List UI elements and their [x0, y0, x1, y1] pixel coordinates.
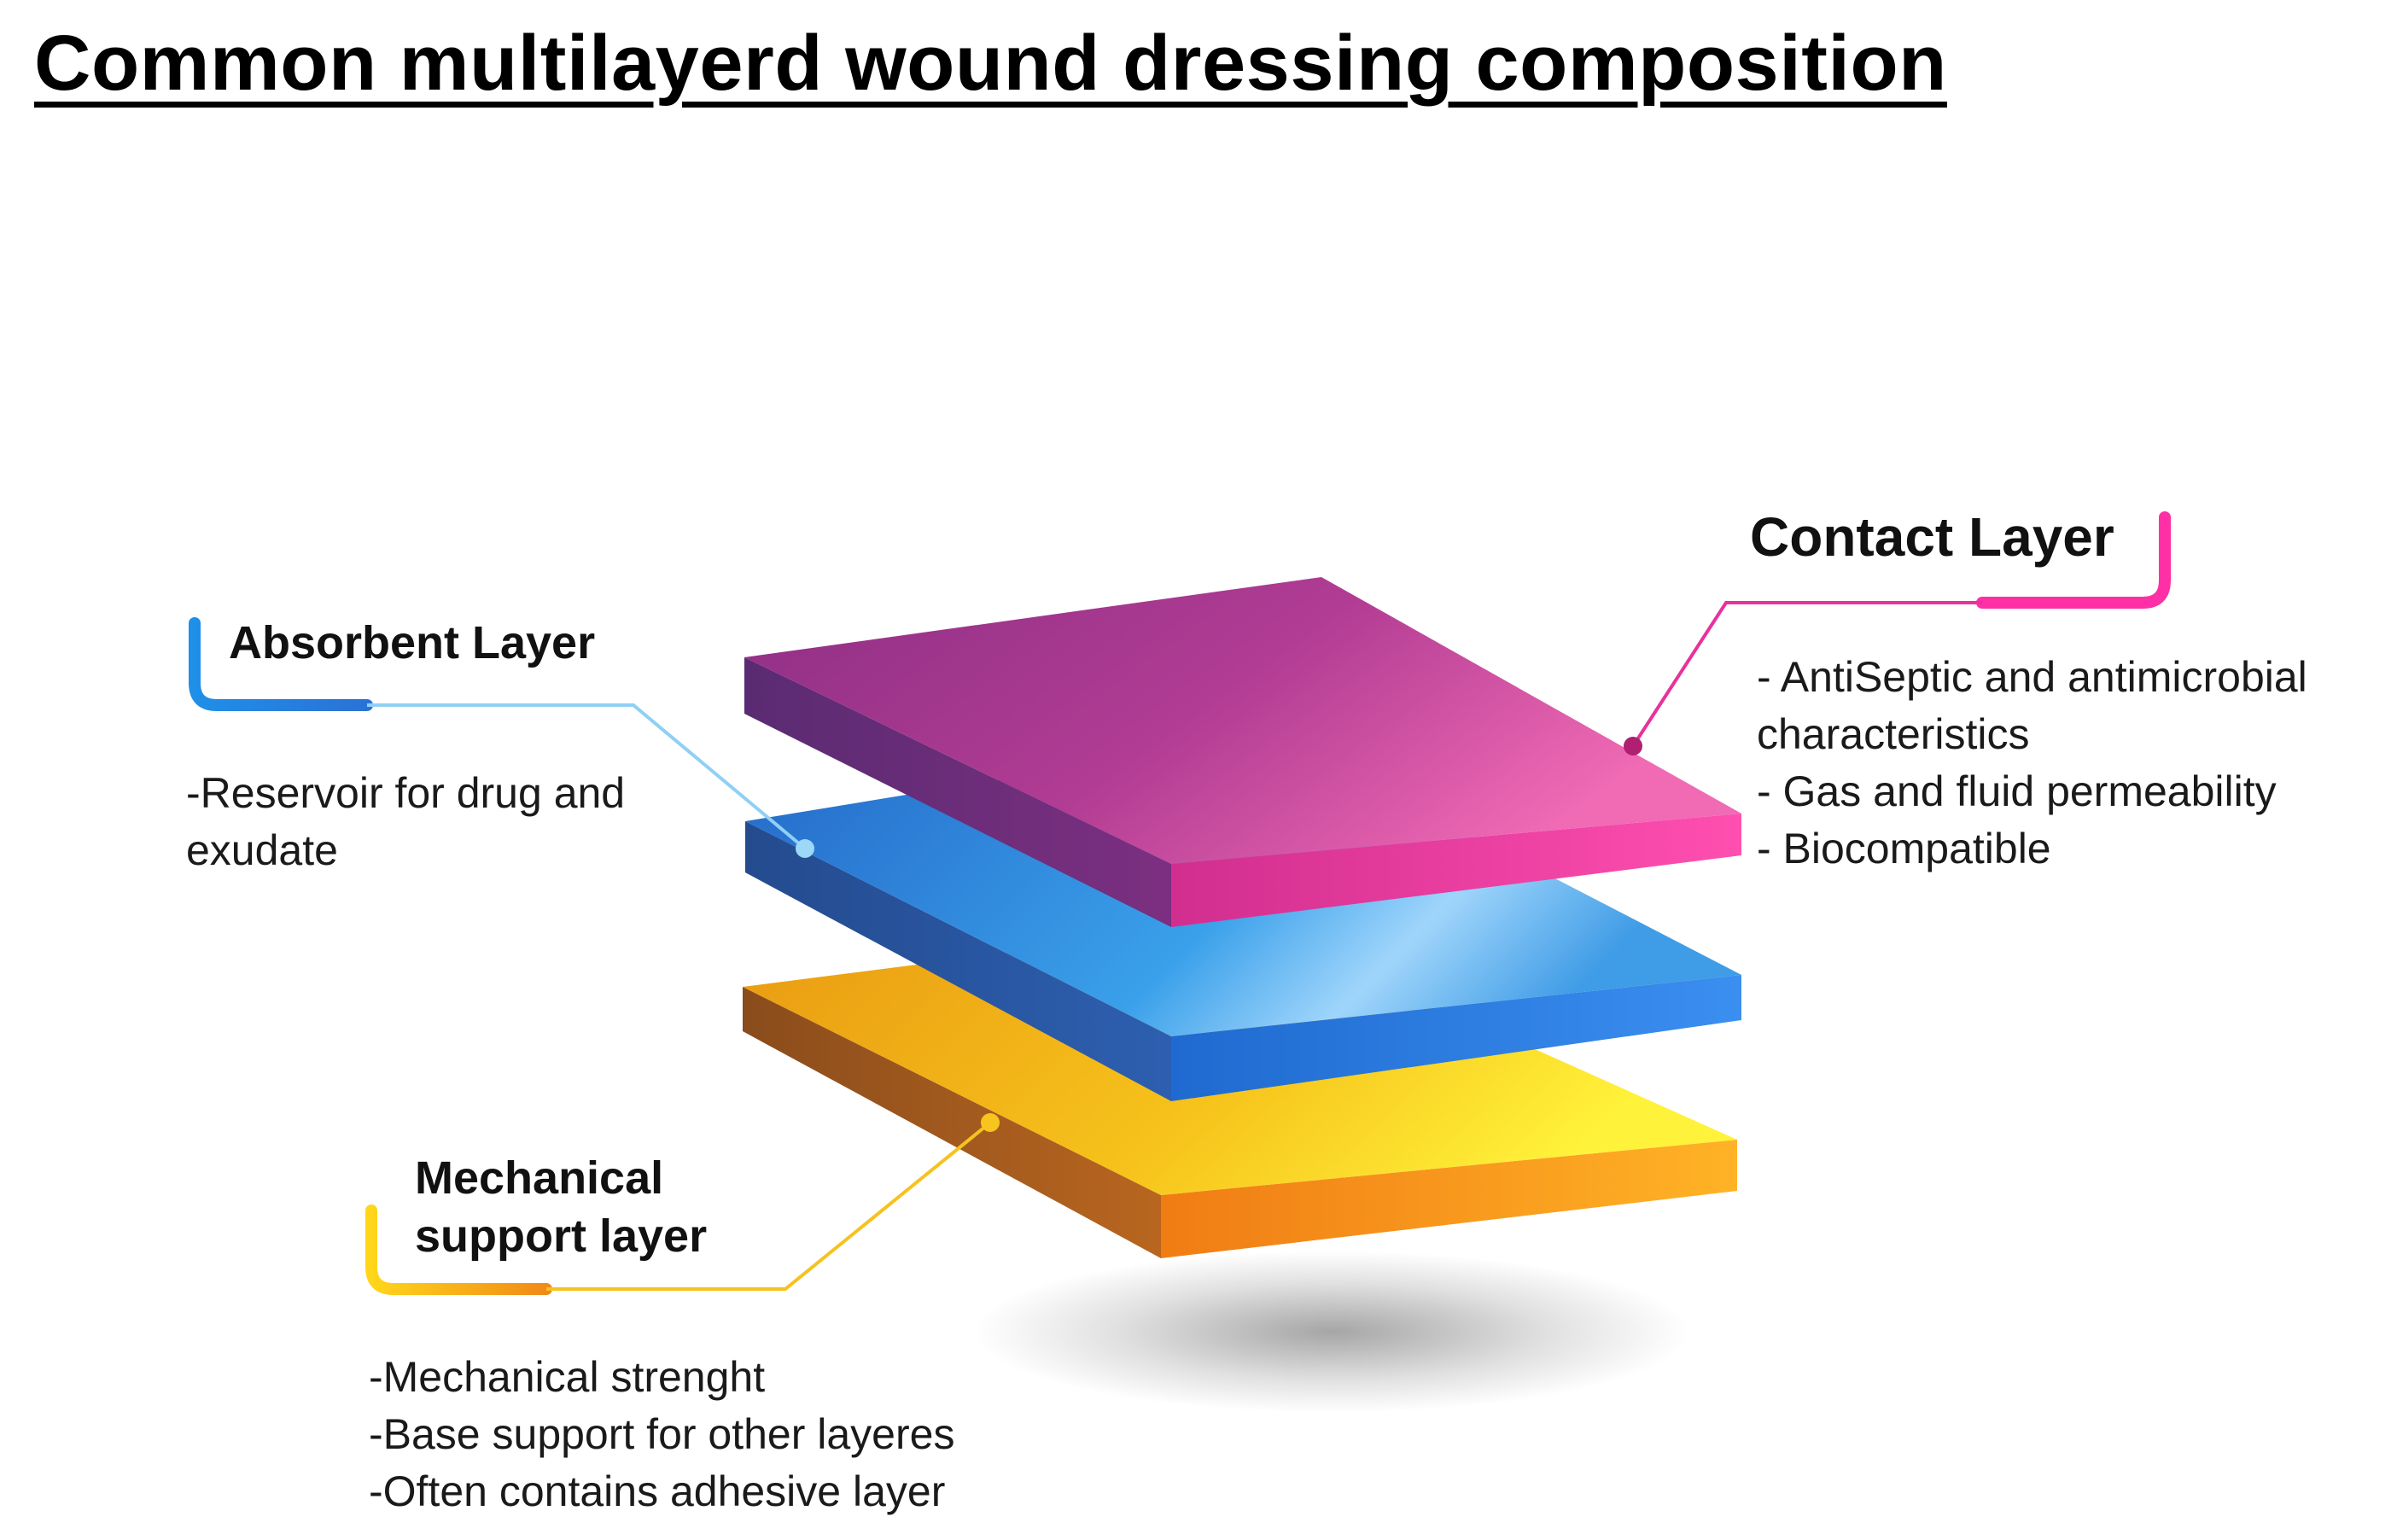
- mechanical-layer-left-face: [743, 987, 1161, 1258]
- mechanical-layer-bullet: -Base support for other layeres: [369, 1410, 955, 1458]
- contact-layer-top-face: [744, 577, 1741, 864]
- absorbent-layer-bullet: exudate: [186, 826, 338, 874]
- mechanical-heading-line: support layer: [415, 1210, 708, 1262]
- absorbent-layer-description: -Reservoir for drug and exudate: [186, 765, 625, 879]
- mechanical-layer-bullet: -Mechanical strenght: [369, 1353, 766, 1401]
- absorbent-callout-leader: [367, 703, 807, 850]
- contact-layer-bullet: - AntiSeptic and antimicrobial: [1757, 653, 2307, 701]
- absorbent-callout-dot: [796, 839, 814, 858]
- contact-layer-bullet: characteristics: [1757, 710, 2030, 758]
- mechanical-layer-heading: Mechanical support layer: [415, 1149, 707, 1265]
- stack-shadow: [973, 1251, 1690, 1413]
- contact-layer-slab: [744, 577, 1741, 927]
- mechanical-layer-front-face: [1161, 1140, 1737, 1258]
- contact-layer-callout: [1624, 511, 2171, 755]
- contact-callout-dot: [1624, 737, 1642, 755]
- page-title: Common multilayerd wound dressing compos…: [34, 20, 1947, 107]
- mechanical-callout-leader: [546, 1121, 992, 1291]
- absorbent-layer-front-face: [1171, 975, 1741, 1101]
- mechanical-callout-dot: [981, 1113, 1000, 1132]
- contact-layer-description: - AntiSeptic and antimicrobial character…: [1757, 649, 2307, 878]
- mechanical-layer-description: -Mechanical strenght -Base support for o…: [369, 1349, 954, 1520]
- absorbent-layer-heading: Absorbent Layer: [229, 617, 596, 668]
- contact-layer-bullet: - Gas and fluid permeability: [1757, 767, 2277, 815]
- contact-layer-heading: Contact Layer: [1750, 506, 2114, 568]
- mechanical-callout-bracket: [365, 1205, 552, 1295]
- contact-layer-bullet: - Biocompatible: [1757, 825, 2051, 872]
- mechanical-layer-callout: [365, 1113, 1000, 1295]
- absorbent-callout-bracket: [189, 617, 373, 711]
- mechanical-layer-bullet: -Often contains adhesive layer: [369, 1467, 946, 1515]
- absorbent-layer-left-face: [745, 821, 1171, 1101]
- absorbent-layer-callout: [189, 617, 814, 858]
- contact-layer-left-face: [744, 657, 1171, 927]
- mechanical-heading-line: Mechanical: [415, 1152, 664, 1204]
- contact-layer-front-face: [1171, 814, 1741, 927]
- absorbent-layer-bullet: -Reservoir for drug and: [186, 769, 626, 817]
- contact-callout-leader: [1631, 601, 1982, 748]
